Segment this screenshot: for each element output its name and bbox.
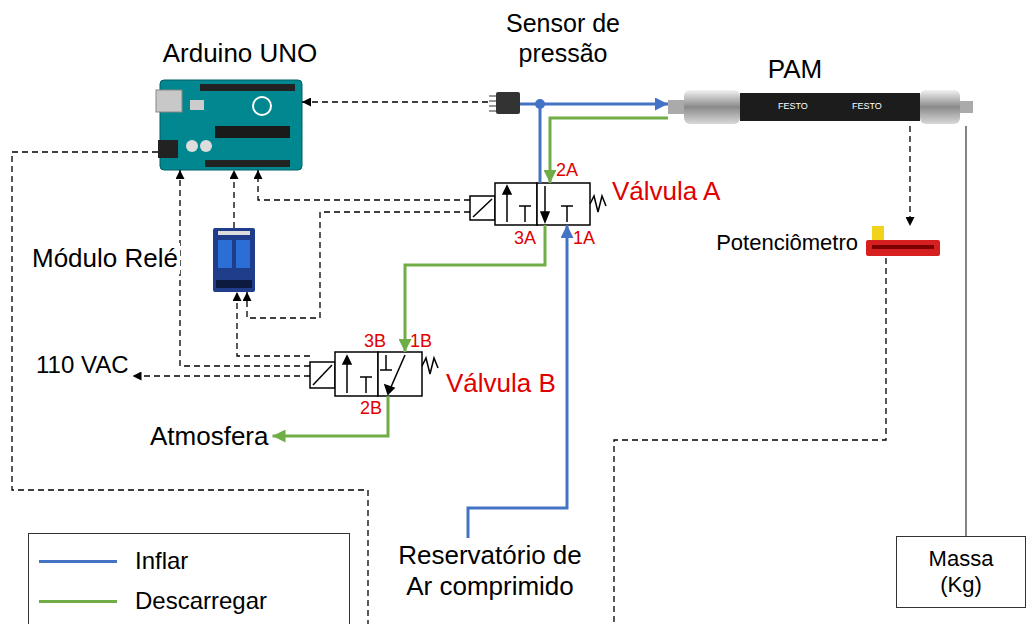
component-label: PAM — [720, 54, 870, 85]
terminal-label: 110 VAC — [36, 351, 129, 380]
terminal-label: Reservatório de Ar comprimido — [390, 540, 590, 602]
component-label: Potenciômetro — [690, 230, 858, 256]
exhaust-line — [550, 118, 668, 183]
legend-swatch — [39, 560, 117, 563]
signal-line — [180, 170, 310, 366]
signal-line — [237, 292, 310, 356]
signal-line — [247, 212, 470, 318]
component-label: Arduino UNO — [140, 38, 340, 69]
signal-line — [233, 170, 234, 228]
air-reservoir: Reservatório de Ar comprimido — [386, 538, 594, 604]
brand-text: FESTO — [852, 101, 882, 112]
exhaust-line — [405, 225, 545, 352]
signal-line — [909, 126, 910, 226]
valve-label: Válvula B — [446, 368, 556, 399]
pneumatic-muscle — [668, 90, 973, 124]
legend-text: Inflar — [135, 547, 188, 576]
valve-a: Válvula A — [470, 183, 607, 225]
relay-module — [213, 228, 255, 292]
port-label: 1A — [573, 228, 595, 250]
potentiometer — [866, 226, 940, 256]
cable-line — [965, 126, 966, 536]
valve-a-symbol — [470, 183, 606, 225]
port-label: 2A — [556, 160, 578, 182]
atmosphere-outlet: Atmosfera — [146, 419, 273, 454]
pressure-sensor: Sensor de pressão — [488, 90, 522, 116]
valve-label: Válvula A — [612, 176, 720, 207]
signal-wire — [614, 258, 886, 624]
component-label: Sensor de pressão — [478, 8, 648, 68]
legend-box: InflarDescarregar — [28, 533, 350, 624]
legend-entry: Descarregar — [29, 581, 349, 621]
legend-entry: Inflar — [29, 541, 349, 581]
port-label: 3B — [364, 331, 386, 353]
mass-box: Massa (Kg) — [896, 536, 1026, 608]
arduino-board — [156, 80, 302, 170]
exhaust-line — [273, 396, 389, 436]
pressure-sensor-icon — [489, 92, 545, 114]
power-source: 110 VAC — [32, 349, 133, 382]
signal-line — [133, 375, 311, 376]
signal-line — [258, 170, 470, 200]
port-label: 3A — [514, 228, 536, 250]
pneumatic-muscle: PAM — [668, 88, 973, 126]
port-label: 1B — [410, 331, 432, 353]
inflate-line — [540, 104, 668, 183]
component-label: Módulo Relé — [30, 243, 180, 274]
box-label: Massa (Kg) — [921, 546, 1001, 599]
arduino-board: Arduino UNO — [160, 76, 302, 170]
signal-line — [302, 101, 488, 102]
port-label: 2B — [360, 398, 382, 420]
legend-swatch — [39, 600, 117, 603]
valve-b: Válvula B — [310, 352, 440, 396]
brand-text: FESTO — [778, 101, 808, 112]
valve-b-symbol — [310, 352, 438, 396]
potentiometer: Potenciômetro — [866, 226, 940, 258]
terminal-label: Atmosfera — [150, 421, 269, 452]
legend-text: Descarregar — [135, 587, 267, 616]
relay-module: Módulo Relé — [213, 228, 255, 292]
